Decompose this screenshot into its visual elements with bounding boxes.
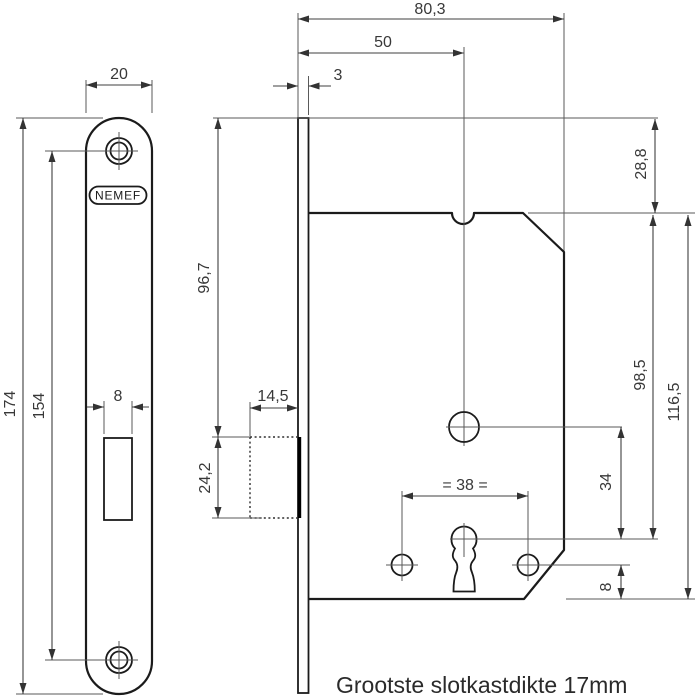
dim-case-to-keyhole: 98,5	[632, 215, 657, 539]
dim-latch-height: 24,2	[197, 437, 222, 518]
dim-label-faceplate-height: 174	[2, 391, 19, 418]
dim-label-case-front-depth: 14,5	[257, 388, 288, 405]
dim-top-offset: 28,8	[528, 119, 695, 214]
dim-label-case-height: 116,5	[666, 382, 683, 421]
dim-screw-span: = 38 =	[401, 477, 529, 551]
dim-case-height: 116,5	[566, 215, 695, 600]
lock-case-outline	[308, 211, 566, 601]
latch-bolt-hidden	[212, 436, 297, 519]
dim-plate-thickness: 3	[273, 67, 343, 115]
mounting-hole-right	[512, 549, 630, 581]
dim-total-depth: 80,3	[297, 1, 565, 252]
dim-faceplate-height: 174	[2, 117, 103, 695]
dim-label-plate-to-latch: 96,7	[196, 262, 213, 293]
dim-label-keyhole-to-bottom: 8	[598, 582, 615, 591]
dim-faceplate-width: 20	[85, 66, 153, 113]
caption-text: Grootste slotkastdikte 17mm	[336, 672, 627, 698]
dim-label-screw-span: = 38 =	[442, 477, 487, 494]
dim-label-backset: 50	[374, 34, 392, 51]
latch-slot	[103, 437, 133, 521]
brand-text: NEMEF	[95, 189, 141, 203]
screw-hole-top	[100, 132, 138, 170]
dim-plate-to-latch: 96,7	[196, 117, 658, 437]
dim-label-total-depth: 80,3	[414, 1, 445, 18]
spindle-hole	[446, 411, 622, 443]
dim-label-slot-width: 8	[114, 388, 123, 405]
mounting-hole-left	[386, 549, 418, 581]
faceplate-side-view	[297, 117, 310, 694]
lock-case-view	[308, 47, 658, 601]
dim-label-plate-thickness: 3	[334, 67, 343, 84]
dim-slot-width: 8	[87, 388, 149, 434]
dim-label-screw-distance: 154	[31, 393, 48, 420]
nemef-logo: NEMEF	[88, 185, 148, 205]
dim-label-faceplate-width: 20	[110, 66, 128, 83]
dim-spindle-to-keyhole: 34	[598, 427, 625, 539]
dim-label-case-to-keyhole: 98,5	[632, 359, 649, 390]
dim-screw-distance: 154	[31, 150, 100, 661]
screw-hole-bottom	[100, 641, 138, 679]
dim-label-top-offset: 28,8	[633, 148, 650, 179]
faceplate-front-view: NEMEF	[84, 116, 154, 696]
dim-keyhole-to-bottom: 8	[598, 565, 625, 599]
dim-label-spindle-to-keyhole: 34	[598, 473, 615, 491]
dim-label-latch-height: 24,2	[197, 462, 214, 493]
dim-backset: 50	[298, 34, 464, 57]
keyhole	[450, 523, 658, 593]
dim-case-front-depth: 14,5	[249, 388, 298, 436]
